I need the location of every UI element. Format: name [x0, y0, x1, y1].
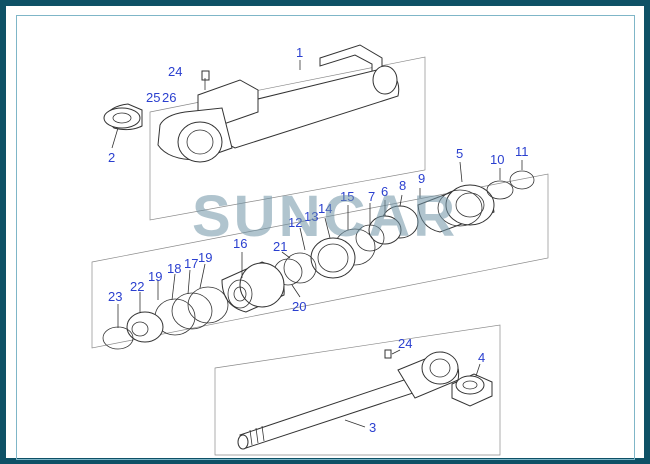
- callout-21: 21: [273, 239, 287, 254]
- callout-24b: 24: [398, 336, 412, 351]
- ring-part-21: [283, 252, 317, 284]
- cylinder-tube-part: [157, 44, 400, 163]
- grease-fitting-part-24: [384, 349, 392, 359]
- box-cylinder-tube: [149, 56, 426, 221]
- gland-part-5: [417, 184, 495, 233]
- callout-11: 11: [515, 144, 529, 159]
- piston-ring-parts-17-19: [154, 286, 229, 336]
- callout-17: 17: [184, 256, 198, 271]
- callout-12: 12: [288, 215, 302, 230]
- callout-14: 14: [318, 201, 332, 216]
- box-rod: [214, 324, 501, 456]
- callout-24a: 24: [168, 64, 182, 79]
- piston-part-16: [221, 261, 285, 313]
- callout-3: 3: [369, 420, 376, 435]
- callout-2: 2: [108, 150, 115, 165]
- callout-4: 4: [478, 350, 485, 365]
- callout-26: 26: [162, 90, 176, 105]
- diagram-inner-border: [16, 15, 635, 460]
- callout-13: 13: [304, 209, 318, 224]
- ring-stack-parts-6-9: [355, 205, 419, 252]
- callout-19a: 19: [148, 269, 162, 284]
- callout-23: 23: [108, 289, 122, 304]
- callout-15: 15: [340, 189, 354, 204]
- ring-part-11: [509, 170, 535, 190]
- callout-22: 22: [130, 279, 144, 294]
- callout-1: 1: [296, 45, 303, 60]
- callout-10: 10: [490, 152, 504, 167]
- ring-part-10: [486, 180, 514, 200]
- piston-rod-part-3: [237, 351, 460, 450]
- callout-25: 25: [146, 90, 160, 105]
- callout-7: 7: [368, 189, 375, 204]
- suncar-watermark: SUNCAR: [192, 184, 458, 249]
- ring-part-23: [102, 326, 134, 350]
- nut-part-22: [126, 311, 164, 343]
- seal-parts-12-15: [310, 228, 376, 279]
- callout-16: 16: [233, 236, 247, 251]
- callout-9: 9: [418, 171, 425, 186]
- bushing-part-2: [103, 103, 143, 131]
- callout-20: 20: [292, 299, 306, 314]
- box-seal-kit: [91, 173, 549, 349]
- leader-lines: [111, 60, 523, 428]
- callout-6: 6: [381, 184, 388, 199]
- callout-8: 8: [399, 178, 406, 193]
- callout-19b: 19: [198, 250, 212, 265]
- callout-18: 18: [167, 261, 181, 276]
- bushing-part-4: [451, 373, 493, 407]
- callout-5: 5: [456, 146, 463, 161]
